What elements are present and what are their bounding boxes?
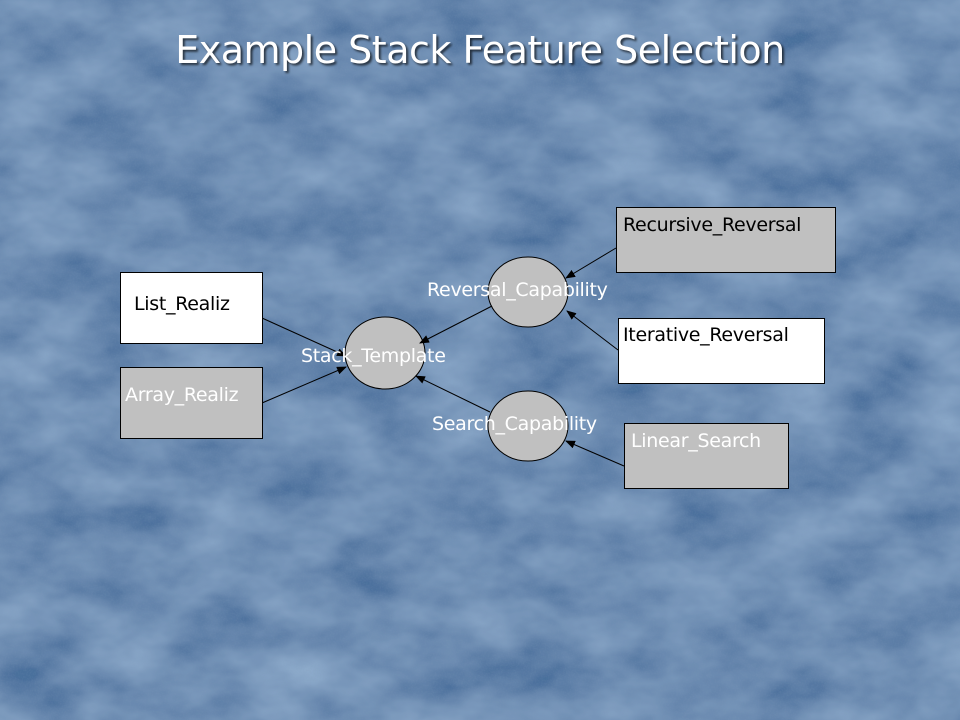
recursive-reversal-box: Recursive_Reversal [616, 207, 836, 273]
slide-title: Example Stack Feature Selection [175, 28, 785, 72]
recursive-reversal-label: Recursive_Reversal [623, 214, 802, 236]
iterative-reversal-label: Iterative_Reversal [623, 324, 789, 346]
reversal-capability-label: Reversal_Capability [427, 279, 608, 301]
reversal-capability-ellipse [487, 256, 569, 328]
linear-search-label: Linear_Search [631, 430, 761, 452]
arrow-linear-to-search [565, 440, 625, 467]
list-realiz-box: List_Realiz [120, 272, 263, 344]
arrow-array-to-stack [261, 366, 347, 404]
stack-template-label: Stack_Template [301, 345, 446, 367]
array-realiz-box: Array_Realiz [120, 367, 263, 439]
arrow-recursive-to-reversal [565, 247, 617, 279]
arrow-iterative-to-reversal [566, 310, 619, 351]
list-realiz-label: List_Realiz [134, 293, 230, 315]
arrow-search-to-stack [415, 375, 491, 413]
array-realiz-label: Array_Realiz [125, 384, 239, 406]
iterative-reversal-box: Iterative_Reversal [618, 318, 825, 384]
search-capability-ellipse [487, 390, 569, 462]
arrow-list-to-stack [261, 317, 347, 357]
search-capability-label: Search_Capability [432, 413, 597, 435]
arrow-reversal-to-stack [419, 305, 493, 344]
linear-search-box: Linear_Search [624, 423, 789, 489]
